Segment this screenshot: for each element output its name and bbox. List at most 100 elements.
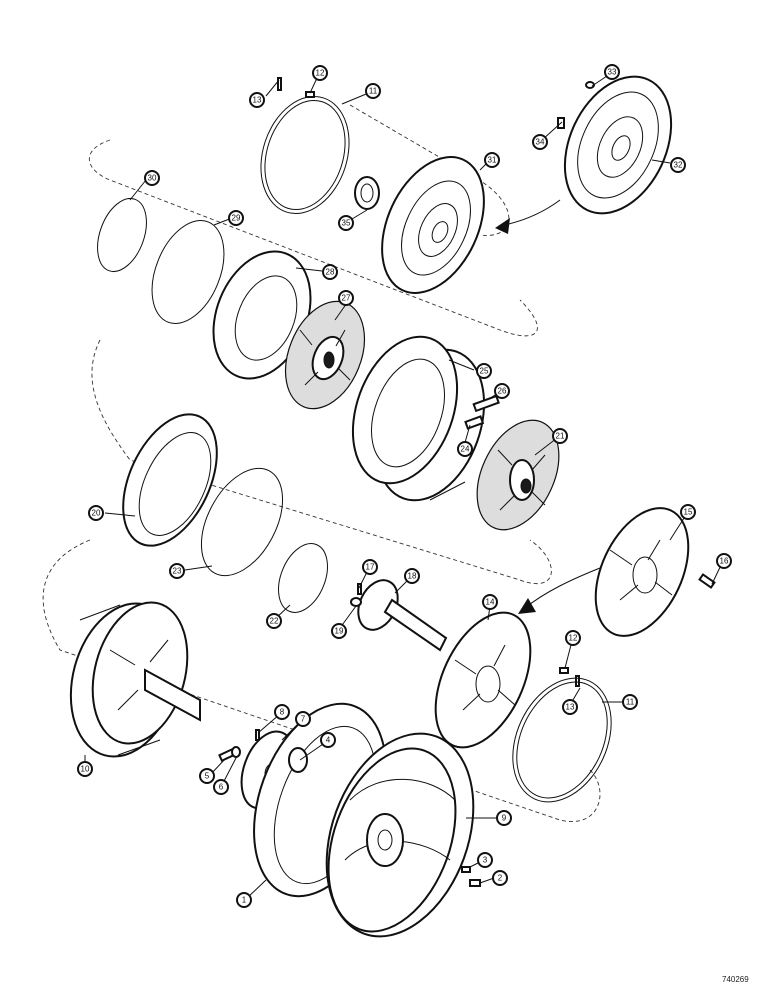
flywheel-9 [325, 732, 475, 938]
callout-label: 30 [148, 174, 157, 183]
plate-15 [594, 507, 690, 637]
callout-3: 3 [477, 852, 493, 868]
callout-label: 6 [219, 783, 224, 792]
pin-13-upper [277, 77, 282, 91]
pin-13-lower [575, 675, 580, 687]
callout-label: 10 [81, 765, 90, 774]
seal-ring-23 [200, 467, 284, 577]
callout-6: 6 [213, 779, 229, 795]
callout-label: 28 [326, 268, 335, 277]
callout-label: 15 [684, 508, 693, 517]
callout-7: 7 [295, 711, 311, 727]
clutch-disc-21 [476, 419, 560, 531]
assembly-guide-upper [88, 139, 538, 337]
snap-ring-11-upper [260, 95, 350, 215]
callout-label: 29 [232, 214, 241, 223]
drawing-number: 740269 [722, 975, 749, 984]
callout-label: 24 [461, 445, 470, 454]
callout-label: 13 [253, 96, 262, 105]
washer-19 [350, 597, 362, 607]
assembly-guide-lower [42, 539, 601, 822]
pin-8 [255, 729, 260, 741]
callout-label: 9 [502, 814, 507, 823]
clutch-disc-27 [284, 300, 366, 410]
seal-ring-22 [278, 543, 328, 613]
callout-label: 16 [720, 557, 729, 566]
callout-label: 33 [608, 68, 617, 77]
callout-20: 20 [88, 505, 104, 521]
callout-17: 17 [362, 559, 378, 575]
piston-plate-31 [381, 156, 485, 294]
callout-24: 24 [457, 441, 473, 457]
callout-35: 35 [338, 215, 354, 231]
snap-ring-11-lower [512, 677, 612, 803]
arrow-head-lower [518, 598, 536, 614]
drum-25 [351, 335, 486, 502]
seal-ring-30 [97, 198, 147, 272]
callout-label: 13 [566, 703, 575, 712]
shaft-hub-18 [357, 579, 448, 652]
callout-label: 22 [270, 617, 279, 626]
callout-19: 19 [331, 623, 347, 639]
seal-ring-29 [151, 220, 225, 324]
pin-17 [357, 583, 362, 595]
callout-13-upper: 13 [249, 92, 265, 108]
callout-1: 1 [236, 892, 252, 908]
assembly-guide-upper-right [349, 104, 510, 236]
callout-23: 23 [169, 563, 185, 579]
callout-label: 14 [486, 598, 495, 607]
callout-label: 23 [173, 567, 182, 576]
nut-4 [288, 747, 308, 773]
callout-label: 3 [483, 856, 488, 865]
callout-label: 34 [536, 138, 545, 147]
callout-22: 22 [266, 613, 282, 629]
callout-label: 35 [342, 219, 351, 228]
callout-label: 31 [488, 156, 497, 165]
callout-label: 2 [498, 874, 503, 883]
callout-label: 4 [326, 736, 331, 745]
callout-12-lower: 12 [565, 630, 581, 646]
callout-8: 8 [274, 704, 290, 720]
callout-label: 21 [556, 432, 565, 441]
callout-2: 2 [492, 870, 508, 886]
callout-12-upper: 12 [312, 65, 328, 81]
callout-4: 4 [320, 732, 336, 748]
callout-label: 12 [569, 634, 578, 643]
callout-30: 30 [144, 170, 160, 186]
callout-label: 11 [369, 87, 378, 96]
callout-label: 5 [205, 772, 210, 781]
callout-label: 1 [242, 896, 247, 905]
washer-6 [231, 746, 241, 758]
callout-33: 33 [604, 64, 620, 80]
bushing-35-upper [354, 176, 380, 210]
callout-9: 9 [496, 810, 512, 826]
assembly-guide-middle [91, 339, 552, 585]
pin-12-lower [559, 667, 569, 674]
cover-32 [563, 75, 673, 215]
plate-28 [212, 250, 312, 380]
callout-26: 26 [494, 383, 510, 399]
pin-26 [472, 394, 500, 413]
callout-label: 26 [498, 387, 507, 396]
callout-28: 28 [322, 264, 338, 280]
callout-label: 12 [316, 69, 325, 78]
callout-label: 32 [674, 161, 683, 170]
plate-14 [434, 611, 532, 749]
callout-label: 20 [92, 509, 101, 518]
callout-10: 10 [77, 761, 93, 777]
screw-2 [469, 879, 481, 887]
callout-29: 29 [228, 210, 244, 226]
plate-20 [122, 413, 218, 547]
callout-16: 16 [716, 553, 732, 569]
callout-25: 25 [476, 363, 492, 379]
callout-27: 27 [338, 290, 354, 306]
callout-label: 7 [301, 715, 306, 724]
callout-label: 11 [626, 698, 635, 707]
callout-label: 8 [280, 708, 285, 717]
callout-label: 19 [335, 627, 344, 636]
callout-5: 5 [199, 768, 215, 784]
callout-11-upper: 11 [365, 83, 381, 99]
bolt-16 [698, 573, 716, 589]
screw-3 [461, 866, 471, 873]
